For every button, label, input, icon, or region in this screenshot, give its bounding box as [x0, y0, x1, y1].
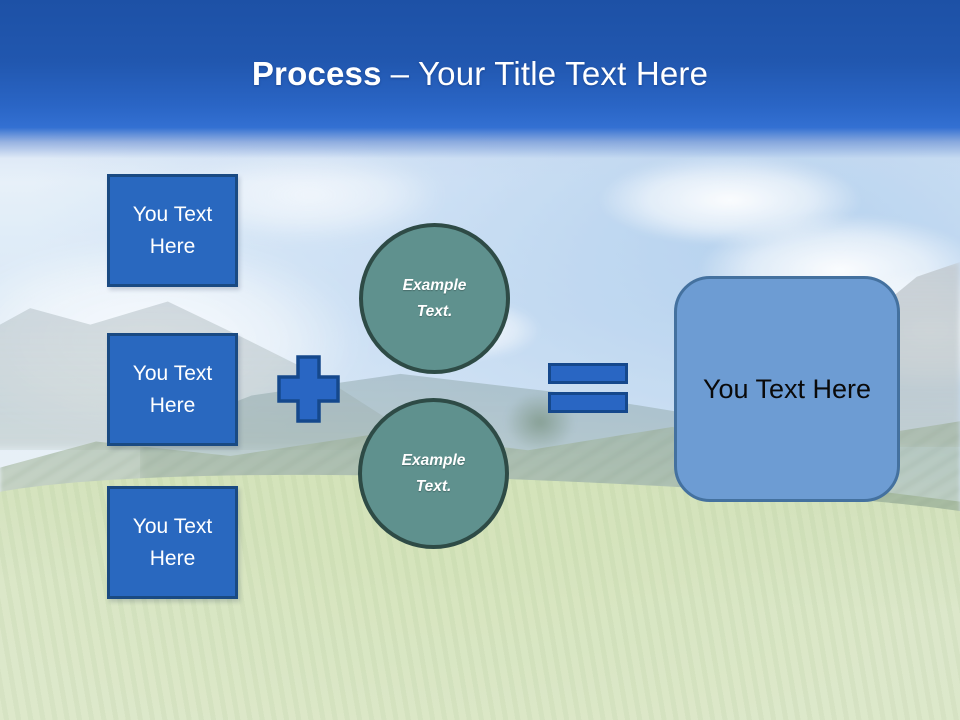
slide-title[interactable]: Process– Your Title Text Here: [0, 55, 960, 93]
input-box-1-label: You Text Here: [132, 203, 213, 258]
result-box[interactable]: You Text Here: [674, 276, 900, 502]
equals-bar-top: [548, 363, 628, 384]
input-box-3[interactable]: You Text Here: [107, 486, 238, 599]
title-rest: – Your Title Text Here: [390, 55, 709, 92]
input-box-2[interactable]: You Text Here: [107, 333, 238, 446]
equals-icon[interactable]: [548, 363, 628, 413]
plus-icon[interactable]: [276, 354, 341, 424]
example-circle-2-label: Example Text.: [401, 451, 466, 495]
input-box-1[interactable]: You Text Here: [107, 174, 238, 287]
example-circle-2[interactable]: Example Text.: [358, 398, 509, 549]
example-circle-1[interactable]: Example Text.: [359, 223, 510, 374]
title-lead: Process: [251, 55, 382, 92]
input-box-3-label: You Text Here: [132, 515, 213, 570]
equals-bar-bottom: [548, 392, 628, 413]
header-gradient-band: [0, 0, 960, 182]
result-box-label: You Text Here: [702, 373, 872, 404]
example-circle-1-label: Example Text.: [402, 276, 467, 320]
input-box-2-label: You Text Here: [132, 362, 213, 417]
